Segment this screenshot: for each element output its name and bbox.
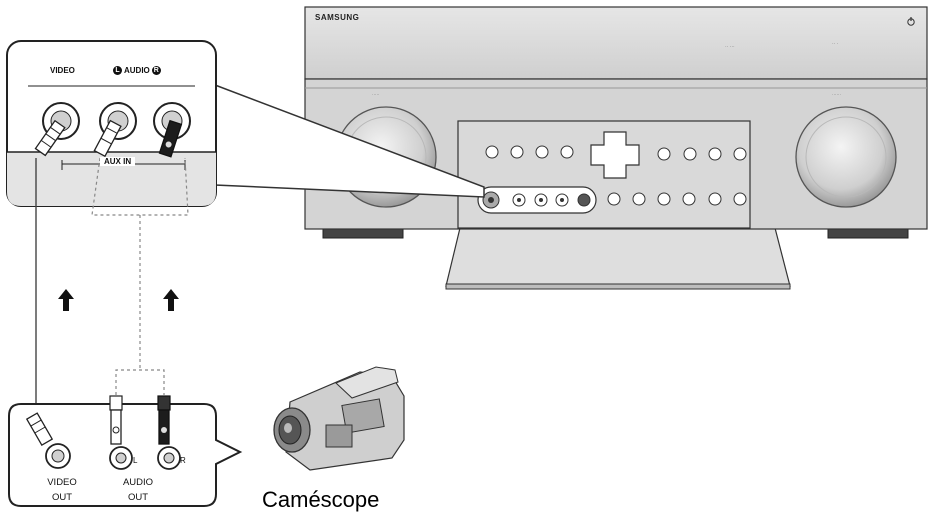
receiver-brand-label: SAMSUNG [315,13,360,22]
audio-left-plug-in [93,119,122,158]
receiver-top-panel [304,6,928,80]
video-input-label: VIDEO [50,66,75,75]
video-out-jack [45,443,71,469]
audio-cable-dashed [91,157,189,395]
svg-text:·· ···: ·· ··· [725,44,735,50]
audio-left-out-jack [109,446,133,470]
audio-input-label: AUDIO [124,66,150,75]
front-aux-jacks [482,191,591,209]
volume-knob [795,106,897,208]
left-channel-marker: L [113,66,122,76]
svg-text:·· ·: ·· · [832,41,839,47]
audio-right-plug-out [157,395,171,445]
up-arrow-icon [163,289,179,311]
video-out-label: VIDEO OUT [47,477,77,503]
navigation-cross-pad [590,131,640,179]
audio-right-out-jack [157,446,181,470]
right-channel-marker: R [151,66,161,76]
aux-in-panel [6,40,217,207]
camcorder-caption: Caméscope [262,487,380,512]
audio-left-out-label: L [133,456,138,465]
audio-left-plug-out [109,395,123,445]
up-arrow-icon [58,289,74,311]
audio-right-out-label: R [180,456,186,465]
receiver-stand [445,227,791,287]
av-receiver: ·· · ·· ··· ····· ······ [304,6,928,290]
camcorder-output-panel [8,395,243,507]
camcorder-icon [273,366,405,471]
upper-button-row [485,145,747,161]
lower-button-row [607,192,747,206]
svg-text:······: ······ [832,92,841,97]
audio-right-plug-in [158,119,183,158]
svg-text:·····: ····· [372,92,380,97]
power-icon [907,17,915,26]
video-plug-out [25,412,54,447]
audio-out-label: AUDIO OUT [122,477,154,503]
aux-in-label: AUX IN [100,157,136,166]
video-plug-in [34,119,66,157]
